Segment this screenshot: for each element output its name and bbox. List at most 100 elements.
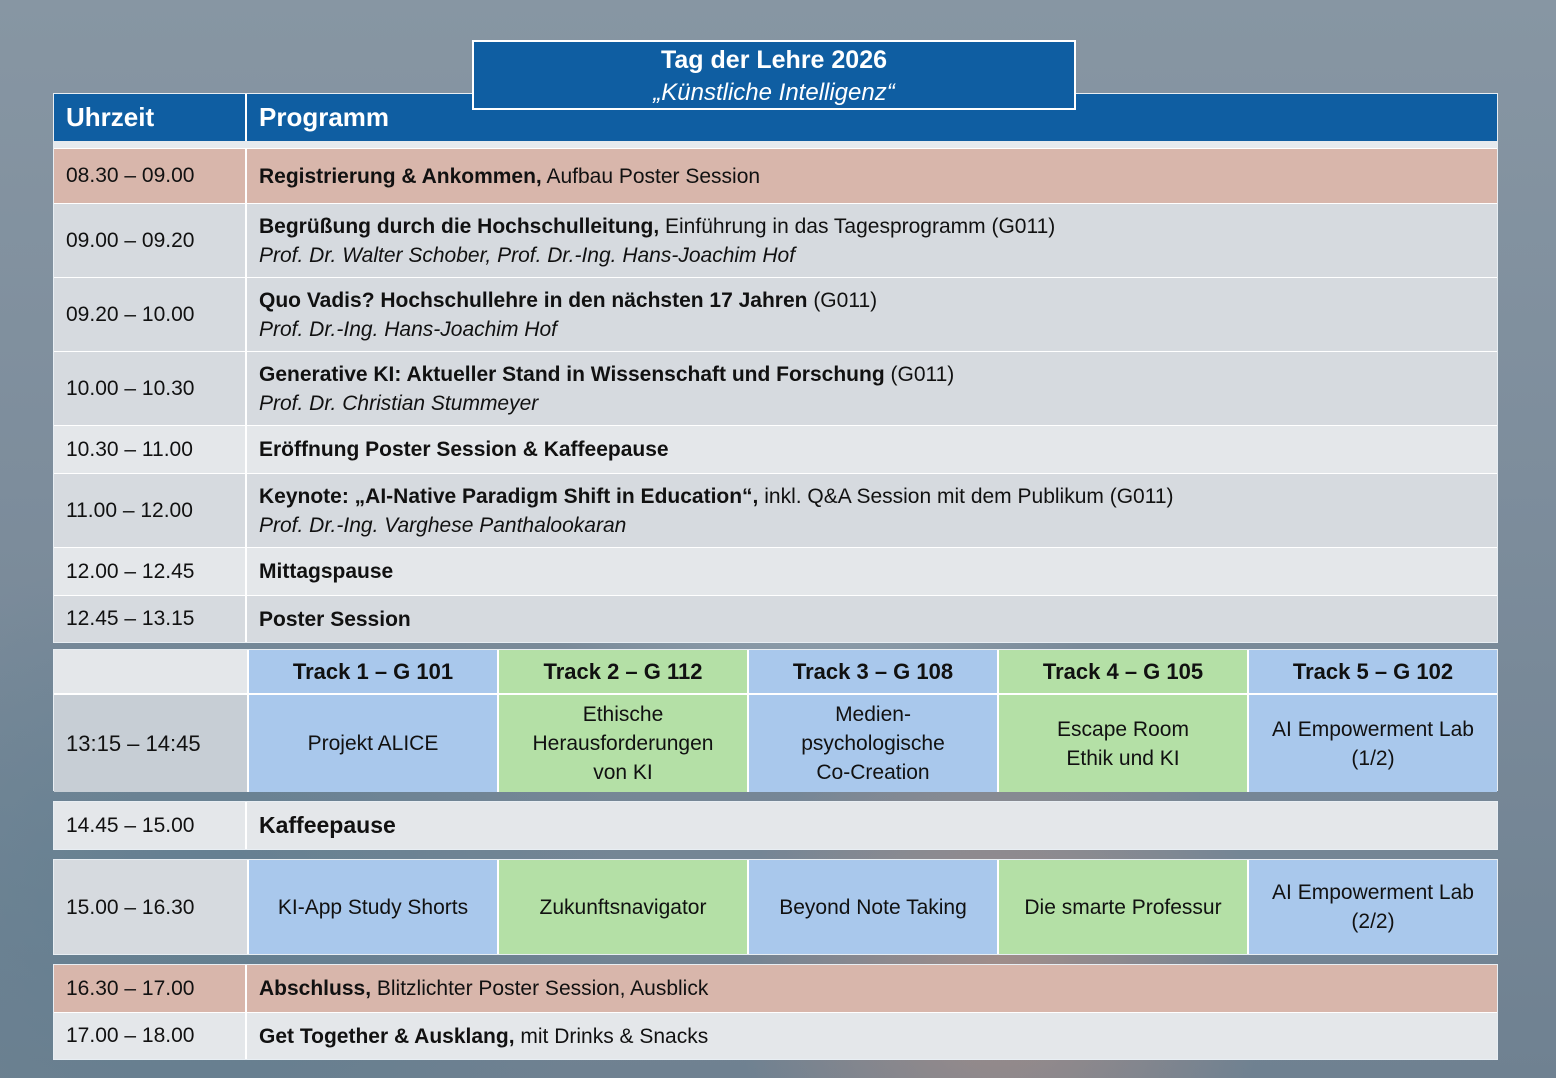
row-title: Eröffnung Poster Session & Kaffeepause bbox=[259, 438, 669, 461]
row-program: Keynote: „AI-Native Paradigm Shift in Ed… bbox=[247, 474, 1497, 547]
row-detail: Einführung in das Tagesprogramm (G011) bbox=[659, 214, 1056, 238]
session-line: psychologische bbox=[801, 732, 945, 755]
track-3-session-2: Beyond Note Taking bbox=[747, 860, 997, 954]
schedule-row: 12.45 – 13.15 Poster Session bbox=[54, 595, 1497, 642]
row-title: Abschluss, bbox=[259, 977, 372, 1000]
session-line: Escape Room bbox=[1057, 717, 1189, 741]
break-program: Kaffeepause bbox=[247, 802, 1497, 849]
closing-row: 17.00 – 18.00 Get Together & Ausklang, m… bbox=[54, 1012, 1497, 1059]
row-speaker: Prof. Dr.-Ing. Varghese Panthalookaran bbox=[259, 513, 627, 537]
row-program: Poster Session bbox=[247, 596, 1497, 642]
track-5-session-1: AI Empowerment Lab (1/2) bbox=[1247, 695, 1497, 792]
row-title: Registrierung & Ankommen, bbox=[259, 164, 542, 188]
track-2-session-1: Ethische Herausforderungen von KI bbox=[497, 695, 747, 792]
row-title: Begrüßung durch die Hochschulleitung, bbox=[259, 214, 660, 238]
schedule-row: 08.30 – 09.00 Registrierung & Ankommen, … bbox=[54, 148, 1497, 203]
row-program: Abschluss, Blitzlichter Poster Session, … bbox=[247, 965, 1497, 1012]
session-line: Co-Creation bbox=[816, 761, 930, 784]
header-program: Programm bbox=[259, 102, 390, 132]
session-line: Zukunftsnavigator bbox=[539, 895, 707, 919]
row-detail: (G011) bbox=[807, 288, 878, 312]
row-time: 17.00 – 18.00 bbox=[54, 1013, 247, 1059]
session-2-time: 15.00 – 16.30 bbox=[54, 860, 247, 954]
break-row: 14.45 – 15.00 Kaffeepause bbox=[54, 802, 1497, 849]
row-title: Keynote: „AI-Native Paradigm Shift in Ed… bbox=[259, 484, 759, 508]
track-2-header: Track 2 – G 112 bbox=[497, 650, 747, 693]
row-program: Begrüßung durch die Hochschulleitung, Ei… bbox=[247, 204, 1497, 277]
track-table-2: 15.00 – 16.30 KI-App Study Shorts Zukunf… bbox=[53, 859, 1498, 955]
row-speaker: Prof. Dr. Walter Schober, Prof. Dr.-Ing.… bbox=[259, 243, 796, 267]
row-program: Get Together & Ausklang, mit Drinks & Sn… bbox=[247, 1013, 1497, 1059]
track-5-session-2: AI Empowerment Lab (2/2) bbox=[1247, 860, 1497, 954]
schedule-row: 12.00 – 12.45 Mittagspause bbox=[54, 547, 1497, 595]
closing-table: 16.30 – 17.00 Abschluss, Blitzlichter Po… bbox=[53, 964, 1498, 1060]
row-title: Poster Session bbox=[259, 607, 411, 631]
track-header-row: Track 1 – G 101 Track 2 – G 112 Track 3 … bbox=[54, 650, 1497, 693]
row-title: Mittagspause bbox=[259, 560, 394, 583]
schedule-table: Uhrzeit Programm 08.30 – 09.00 Registrie… bbox=[53, 93, 1498, 643]
closing-row: 16.30 – 17.00 Abschluss, Blitzlichter Po… bbox=[54, 965, 1497, 1012]
row-detail: inkl. Q&A Session mit dem Publikum (G011… bbox=[758, 484, 1174, 508]
schedule-row: 09.00 – 09.20 Begrüßung durch die Hochsc… bbox=[54, 203, 1497, 277]
row-program: Registrierung & Ankommen, Aufbau Poster … bbox=[247, 149, 1497, 203]
schedule-row: 11.00 – 12.00 Keynote: „AI-Native Paradi… bbox=[54, 473, 1497, 547]
schedule-row: 09.20 – 10.00 Quo Vadis? Hochschullehre … bbox=[54, 277, 1497, 351]
session-line: Beyond Note Taking bbox=[779, 895, 967, 919]
row-program: Quo Vadis? Hochschullehre in den nächste… bbox=[247, 278, 1497, 351]
session-line: (2/2) bbox=[1351, 910, 1395, 933]
session-line: Ethische bbox=[582, 703, 664, 726]
row-program: Mittagspause bbox=[247, 548, 1497, 595]
session-line: von KI bbox=[593, 761, 653, 784]
session-line: KI-App Study Shorts bbox=[277, 895, 469, 919]
session-line: Projekt ALICE bbox=[307, 732, 439, 755]
session-line: Medien- bbox=[835, 703, 911, 726]
row-time: 16.30 – 17.00 bbox=[54, 965, 247, 1012]
row-time: 08.30 – 09.00 bbox=[54, 149, 247, 203]
row-title: Quo Vadis? Hochschullehre in den nächste… bbox=[259, 288, 808, 312]
row-time: 11.00 – 12.00 bbox=[54, 474, 247, 547]
row-program: Eröffnung Poster Session & Kaffeepause bbox=[247, 426, 1497, 473]
header-spacer bbox=[54, 141, 1497, 148]
track-4-header: Track 4 – G 105 bbox=[997, 650, 1247, 693]
row-title: Generative KI: Aktueller Stand in Wissen… bbox=[259, 362, 885, 386]
session-line: AI Empowerment Lab bbox=[1272, 881, 1474, 904]
row-detail: Aufbau Poster Session bbox=[541, 164, 761, 188]
row-detail: (G011) bbox=[884, 362, 955, 386]
title-banner: Tag der Lehre 2026 „Künstliche Intellige… bbox=[472, 40, 1076, 110]
track-1-session-1: Projekt ALICE bbox=[247, 695, 497, 792]
session-line: Herausforderungen bbox=[532, 732, 714, 755]
row-detail: mit Drinks & Snacks bbox=[514, 1024, 709, 1048]
track-table-1: Track 1 – G 101 Track 2 – G 112 Track 3 … bbox=[53, 649, 1498, 792]
row-title: Get Together & Ausklang, bbox=[259, 1024, 515, 1048]
session-line: AI Empowerment Lab bbox=[1272, 717, 1474, 741]
track-2-session-2: Zukunftsnavigator bbox=[497, 860, 747, 954]
row-speaker: Prof. Dr.-Ing. Hans-Joachim Hof bbox=[259, 317, 557, 341]
track-4-session-1: Escape Room Ethik und KI bbox=[997, 695, 1247, 792]
break-label: Kaffeepause bbox=[259, 812, 396, 838]
event-title: Tag der Lehre 2026 bbox=[660, 46, 888, 74]
track-session-row: 13:15 – 14:45 Projekt ALICE Ethische Her… bbox=[54, 693, 1497, 792]
row-detail: Blitzlichter Poster Session, Ausblick bbox=[371, 977, 709, 1000]
row-speaker: Prof. Dr. Christian Stummeyer bbox=[259, 391, 539, 415]
track-1-header: Track 1 – G 101 bbox=[247, 650, 497, 693]
row-time: 10.30 – 11.00 bbox=[54, 426, 247, 473]
session-1-time: 13:15 – 14:45 bbox=[54, 695, 247, 792]
row-time: 12.45 – 13.15 bbox=[54, 596, 247, 642]
row-time: 12.00 – 12.45 bbox=[54, 548, 247, 595]
track-4-session-2: Die smarte Professur bbox=[997, 860, 1247, 954]
header-time: Uhrzeit bbox=[54, 94, 247, 141]
session-line: Ethik und KI bbox=[1066, 746, 1180, 770]
track-5-header: Track 5 – G 102 bbox=[1247, 650, 1497, 693]
row-time: 09.20 – 10.00 bbox=[54, 278, 247, 351]
track-3-session-1: Medien- psychologische Co-Creation bbox=[747, 695, 997, 792]
event-subtitle: „Künstliche Intelligenz“ bbox=[653, 79, 895, 106]
break-time: 14.45 – 15.00 bbox=[54, 802, 247, 849]
session-line: (1/2) bbox=[1351, 746, 1395, 770]
row-program: Generative KI: Aktueller Stand in Wissen… bbox=[247, 352, 1497, 425]
row-time: 09.00 – 09.20 bbox=[54, 204, 247, 277]
track-1-session-2: KI-App Study Shorts bbox=[247, 860, 497, 954]
break-table: 14.45 – 15.00 Kaffeepause bbox=[53, 801, 1498, 850]
track-header-empty bbox=[54, 650, 247, 693]
track-3-header: Track 3 – G 108 bbox=[747, 650, 997, 693]
schedule-row: 10.00 – 10.30 Generative KI: Aktueller S… bbox=[54, 351, 1497, 425]
